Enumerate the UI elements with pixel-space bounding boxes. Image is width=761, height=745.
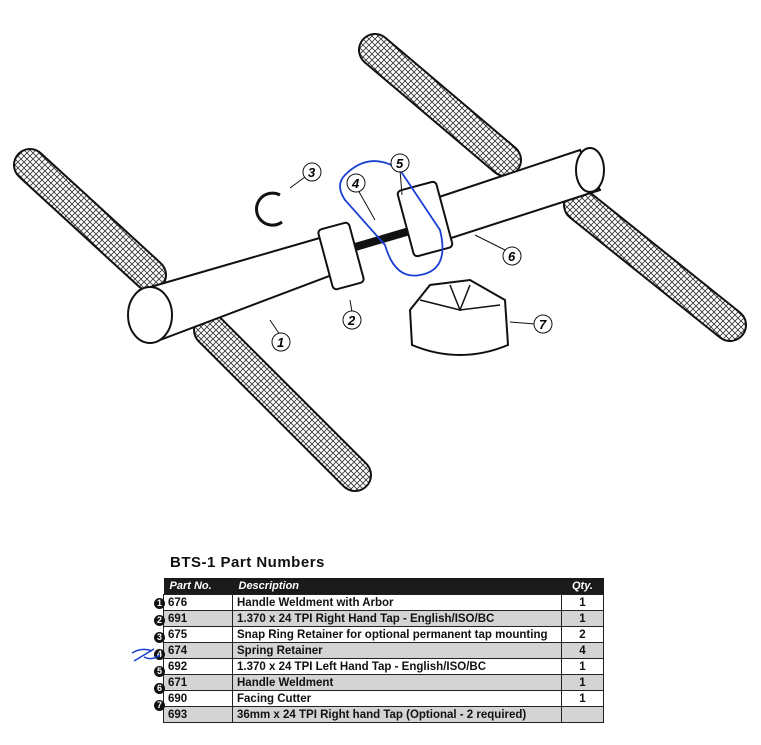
part-number: 671 bbox=[163, 674, 233, 691]
description: Handle Weldment with Arbor bbox=[232, 594, 562, 611]
header-qty: Qty. bbox=[561, 578, 604, 595]
header-part-no: Part No. bbox=[163, 578, 233, 595]
callout-5: 5 bbox=[390, 153, 410, 196]
quantity: 2 bbox=[561, 626, 604, 643]
tool-diagram: 1 2 3 4 5 6 7 bbox=[13, 33, 747, 492]
svg-text:3: 3 bbox=[308, 165, 316, 180]
callouts: 1 2 3 4 5 6 7 bbox=[269, 153, 553, 352]
row-ref-badge: 6 bbox=[154, 683, 165, 694]
svg-text:5: 5 bbox=[396, 156, 404, 171]
description: Spring Retainer bbox=[232, 642, 562, 659]
svg-text:7: 7 bbox=[539, 317, 547, 332]
quantity: 1 bbox=[561, 690, 604, 707]
quantity: 1 bbox=[561, 658, 604, 675]
table-title: BTS-1 Part Numbers bbox=[170, 554, 325, 571]
quantity: 1 bbox=[561, 674, 604, 691]
svg-text:4: 4 bbox=[351, 176, 360, 191]
description: 36mm x 24 TPI Right hand Tap (Optional -… bbox=[232, 706, 562, 723]
quantity: 1 bbox=[561, 594, 604, 611]
row-ref-badge: 2 bbox=[154, 615, 165, 626]
handle-knurled-right-bottom bbox=[563, 188, 747, 342]
quantity bbox=[561, 706, 604, 723]
handle-knurled-left-bottom bbox=[193, 313, 372, 492]
description: Snap Ring Retainer for optional permanen… bbox=[232, 626, 562, 643]
hand-drawn-circle-annotation bbox=[339, 160, 444, 277]
part-number: 690 bbox=[163, 690, 233, 707]
description: Facing Cutter bbox=[232, 690, 562, 707]
svg-text:2: 2 bbox=[347, 313, 356, 328]
svg-text:6: 6 bbox=[508, 249, 516, 264]
quantity: 4 bbox=[561, 642, 604, 659]
part-number: 693 bbox=[163, 706, 233, 723]
row-ref-badge: 3 bbox=[154, 632, 165, 643]
callout-6: 6 bbox=[474, 234, 522, 266]
tap-right-hand bbox=[317, 221, 365, 291]
quantity: 1 bbox=[561, 610, 604, 627]
callout-7: 7 bbox=[509, 314, 553, 334]
header-description: Description bbox=[232, 578, 562, 595]
tap-left-hand bbox=[396, 180, 454, 258]
part-number: 691 bbox=[163, 610, 233, 627]
row-ref-badge: 1 bbox=[154, 598, 165, 609]
part-number: 675 bbox=[163, 626, 233, 643]
handle-knurled-left-top bbox=[13, 148, 167, 292]
callout-3: 3 bbox=[289, 162, 322, 189]
main-tube-left bbox=[127, 233, 347, 344]
facing-cutter bbox=[408, 278, 510, 356]
table-header: Part No. Description Qty. bbox=[163, 578, 604, 595]
row-ref-badge: 5 bbox=[154, 666, 165, 677]
description: 1.370 x 24 TPI Left Hand Tap - English/I… bbox=[232, 658, 562, 675]
part-number: 676 bbox=[163, 594, 233, 611]
part-number: 674 bbox=[163, 642, 233, 659]
row-ref-badge: 7 bbox=[154, 700, 165, 711]
svg-text:1: 1 bbox=[277, 335, 284, 350]
callout-4: 4 bbox=[346, 173, 376, 221]
callout-1: 1 bbox=[269, 319, 291, 352]
description: 1.370 x 24 TPI Right Hand Tap - English/… bbox=[232, 610, 562, 627]
hand-drawn-x-mark bbox=[131, 648, 161, 662]
snap-ring bbox=[255, 191, 283, 227]
callout-2: 2 bbox=[342, 299, 362, 330]
handle-knurled-right-top bbox=[358, 33, 522, 177]
description: Handle Weldment bbox=[232, 674, 562, 691]
part-number: 692 bbox=[163, 658, 233, 675]
